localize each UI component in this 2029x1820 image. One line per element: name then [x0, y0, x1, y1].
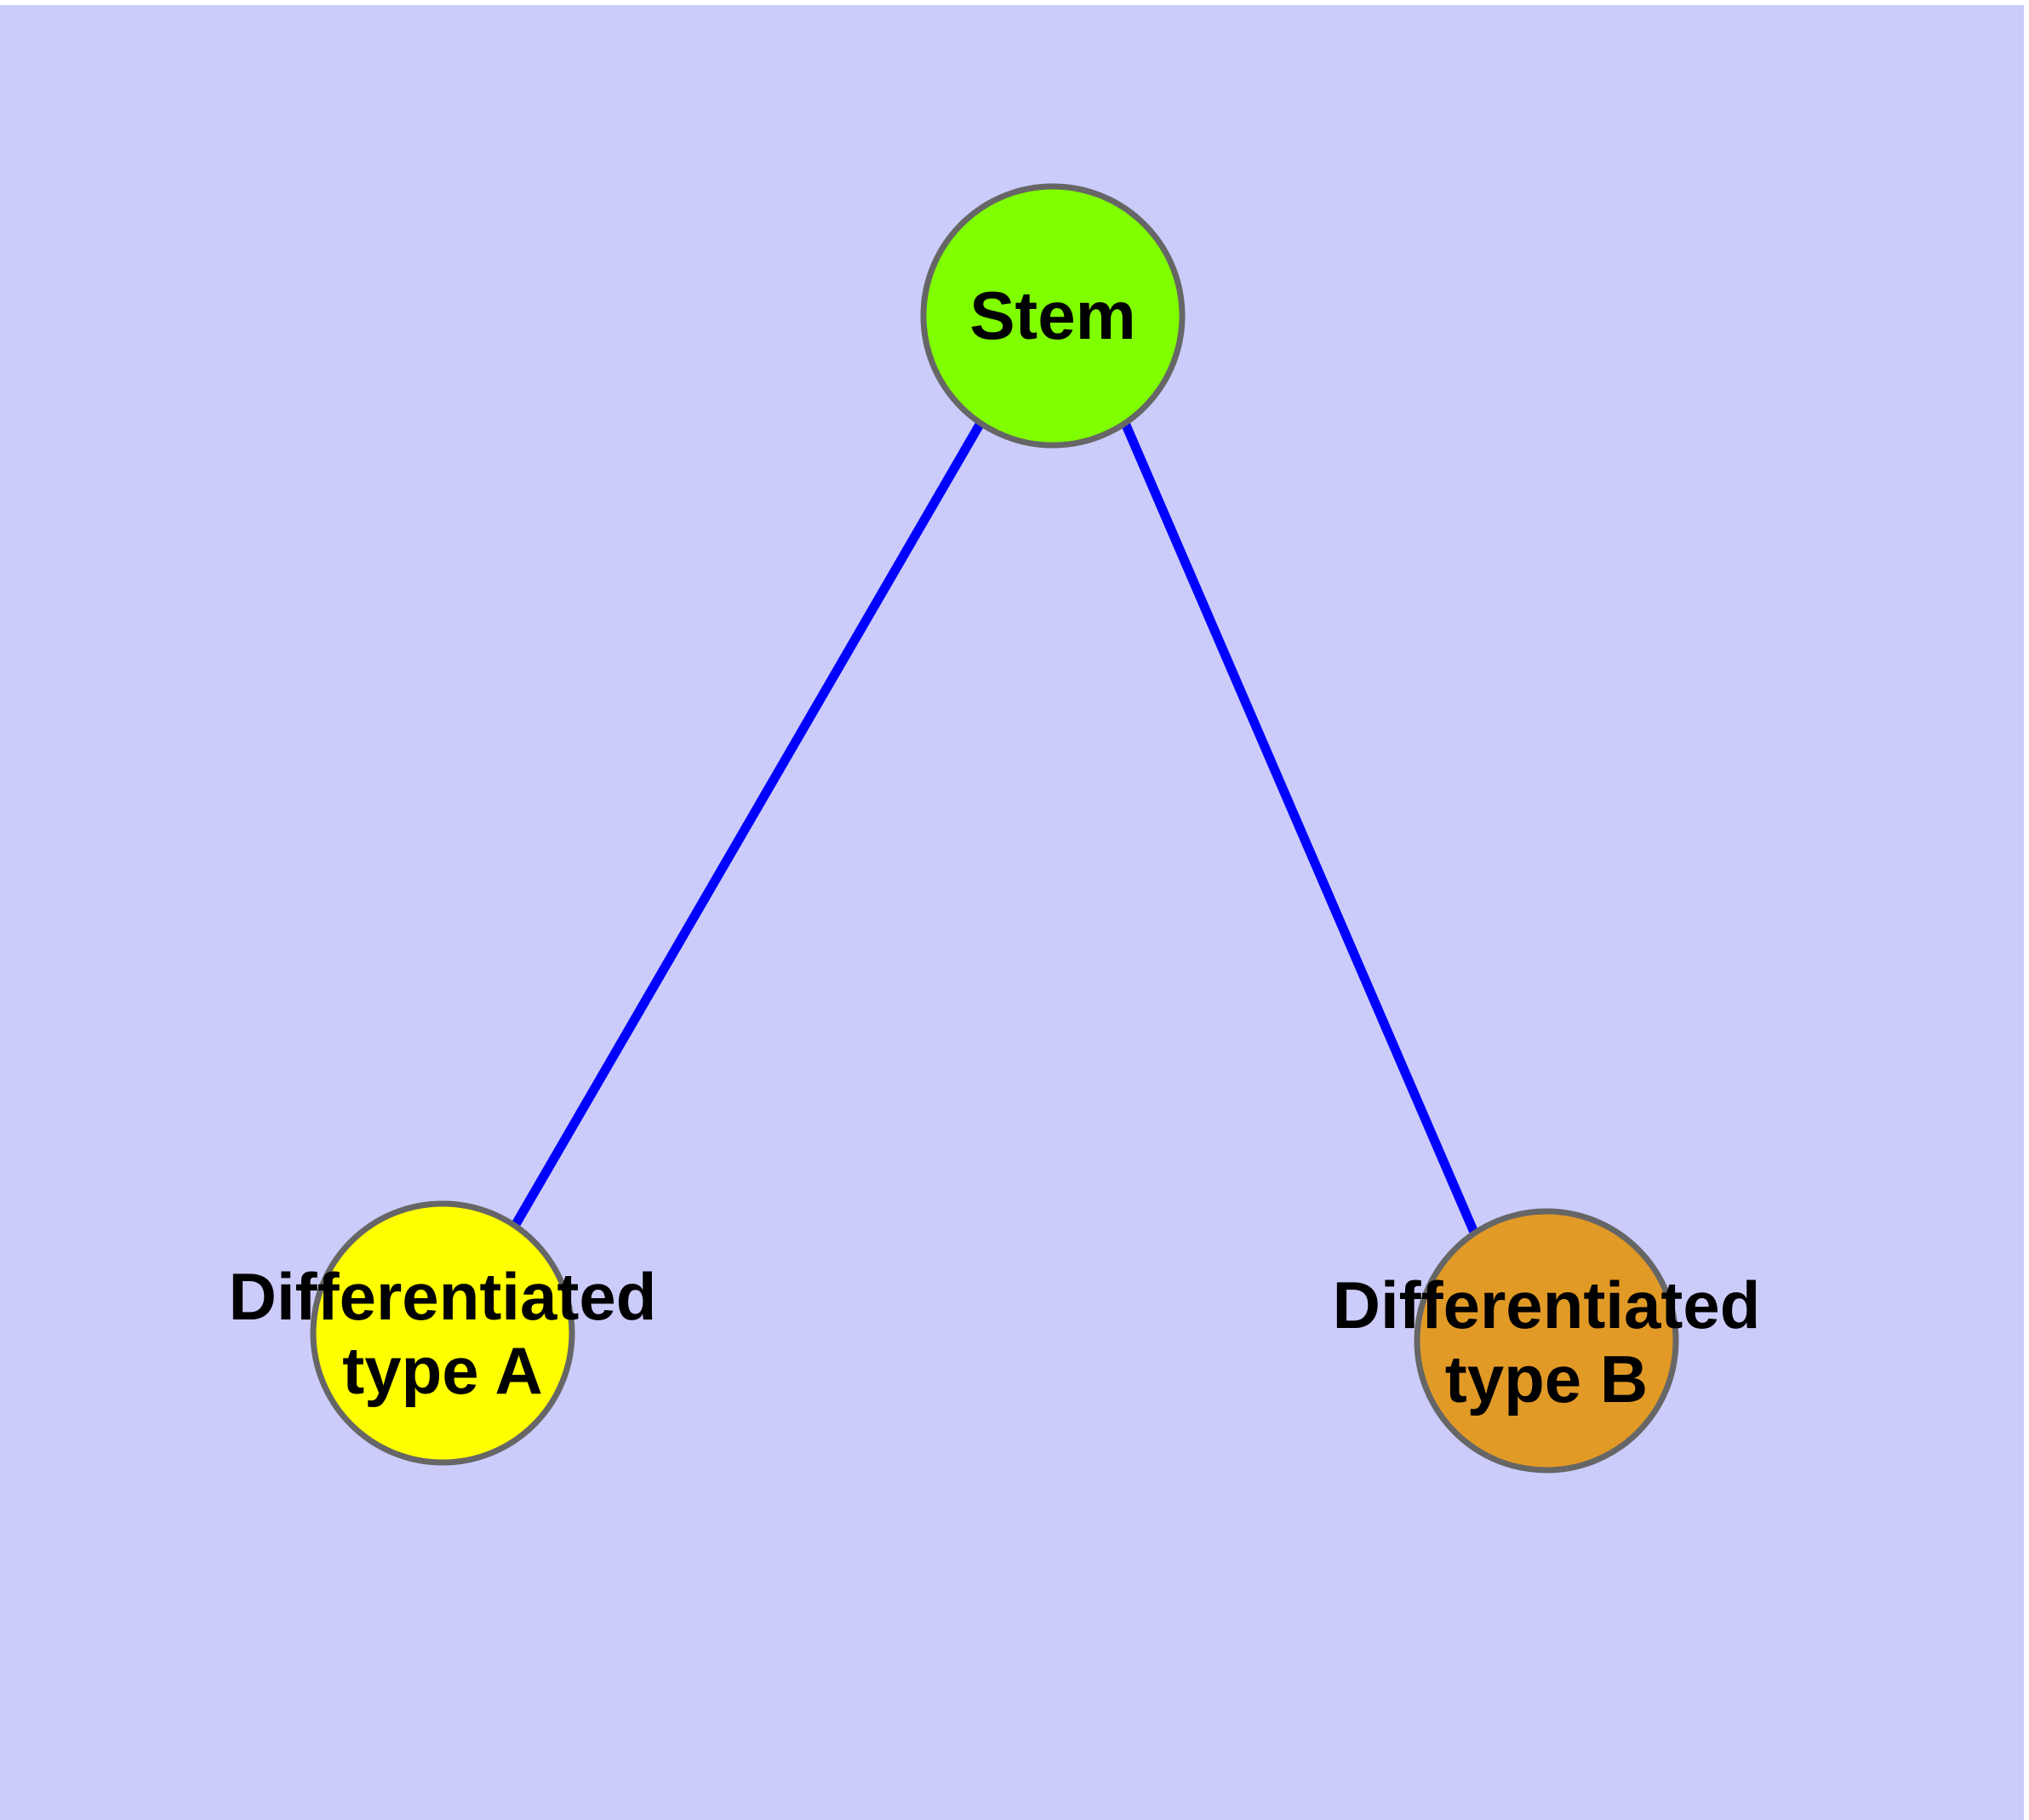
- node-differentiated-type-b[interactable]: [1414, 1208, 1679, 1474]
- node-layer: [310, 183, 1679, 1474]
- node-differentiated-type-a[interactable]: [310, 1200, 575, 1466]
- edge-layer: [511, 421, 1480, 1237]
- node-stem[interactable]: [920, 183, 1186, 449]
- edge-stem-to-differentiated-type-b: [1120, 421, 1480, 1237]
- edge-stem-to-differentiated-type-a: [511, 421, 985, 1228]
